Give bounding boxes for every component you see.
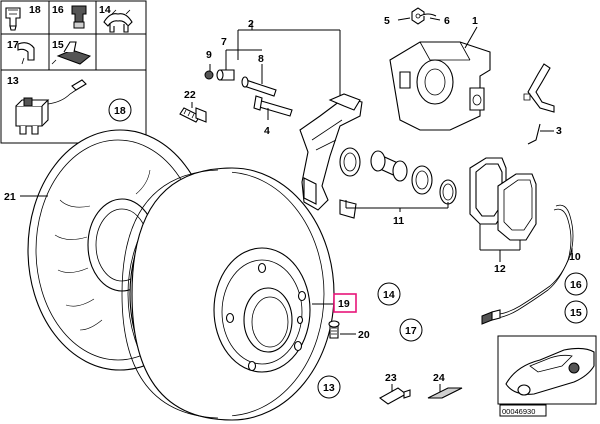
callout-7: 7 <box>221 36 227 48</box>
callout-12: 12 <box>494 263 506 275</box>
caliper-carrier-2 <box>299 93 363 219</box>
parts-inset-grid: 18 16 14 17 15 13 <box>0 0 147 144</box>
clip-16-icon <box>71 5 87 29</box>
wear-sensor-10 <box>481 204 574 325</box>
callout-23: 23 <box>385 372 397 384</box>
highlight-callout-19[interactable]: 19 <box>333 293 357 313</box>
inset-label-16: 16 <box>52 4 64 16</box>
inset-label-15: 15 <box>52 39 64 51</box>
callout-6: 6 <box>444 15 450 27</box>
circled-16: 16 <box>570 279 582 291</box>
circled-13: 13 <box>323 382 335 394</box>
callout-5: 5 <box>384 15 390 27</box>
bracket-14-icon <box>103 9 133 33</box>
pin-9 <box>204 69 235 81</box>
car-thumbnail: 00046930 <box>497 335 597 417</box>
circled-14: 14 <box>383 289 395 301</box>
spring-clip-3 <box>523 63 555 145</box>
callout-24: 24 <box>433 372 445 384</box>
circled-15: 15 <box>570 307 582 319</box>
callout-2: 2 <box>248 18 254 30</box>
circled-18: 18 <box>114 105 126 117</box>
brake-disc-19 <box>27 129 335 421</box>
inset-label-14: 14 <box>99 4 111 16</box>
callout-labels: 1 2 3 4 5 6 7 8 9 10 11 12 20 21 22 23 2… <box>4 15 581 384</box>
reference-number: 00046930 <box>502 407 535 416</box>
callout-8: 8 <box>258 53 264 65</box>
callout-22: 22 <box>184 89 196 101</box>
bolt-4 <box>253 95 293 117</box>
leader-lines <box>20 17 573 392</box>
inset-label-18: 18 <box>29 4 41 16</box>
piston-seal-kit-11 <box>339 147 457 205</box>
inset-label-13: 13 <box>7 75 19 87</box>
callout-4: 4 <box>264 125 270 137</box>
highlight-box[interactable] <box>333 293 357 313</box>
holder-15-icon <box>51 41 92 65</box>
brake-pads-12 <box>469 157 537 241</box>
screw-20 <box>328 320 340 339</box>
callout-10: 10 <box>569 251 581 263</box>
sensor-block-13-icon <box>15 79 87 135</box>
callout-20: 20 <box>358 329 370 341</box>
clip-17-icon <box>17 42 35 65</box>
bolt-8 <box>241 76 277 97</box>
inset-label-17: 17 <box>7 39 19 51</box>
grease-tube-23 <box>378 387 411 405</box>
callout-11: 11 <box>393 215 404 227</box>
grease-packet-24 <box>427 387 463 399</box>
circled-labels: 18 14 16 15 17 13 <box>108 98 588 399</box>
callout-1: 1 <box>472 15 478 27</box>
callout-19: 19 <box>338 298 350 310</box>
brake-caliper-1 <box>389 41 491 131</box>
bleed-valve-5-6 <box>411 7 437 25</box>
clip-18-icon <box>5 7 21 31</box>
callout-21: 21 <box>4 191 16 203</box>
callout-3: 3 <box>556 125 562 137</box>
circled-17: 17 <box>405 325 417 337</box>
bolt-22 <box>179 107 207 123</box>
callout-9: 9 <box>206 49 212 61</box>
